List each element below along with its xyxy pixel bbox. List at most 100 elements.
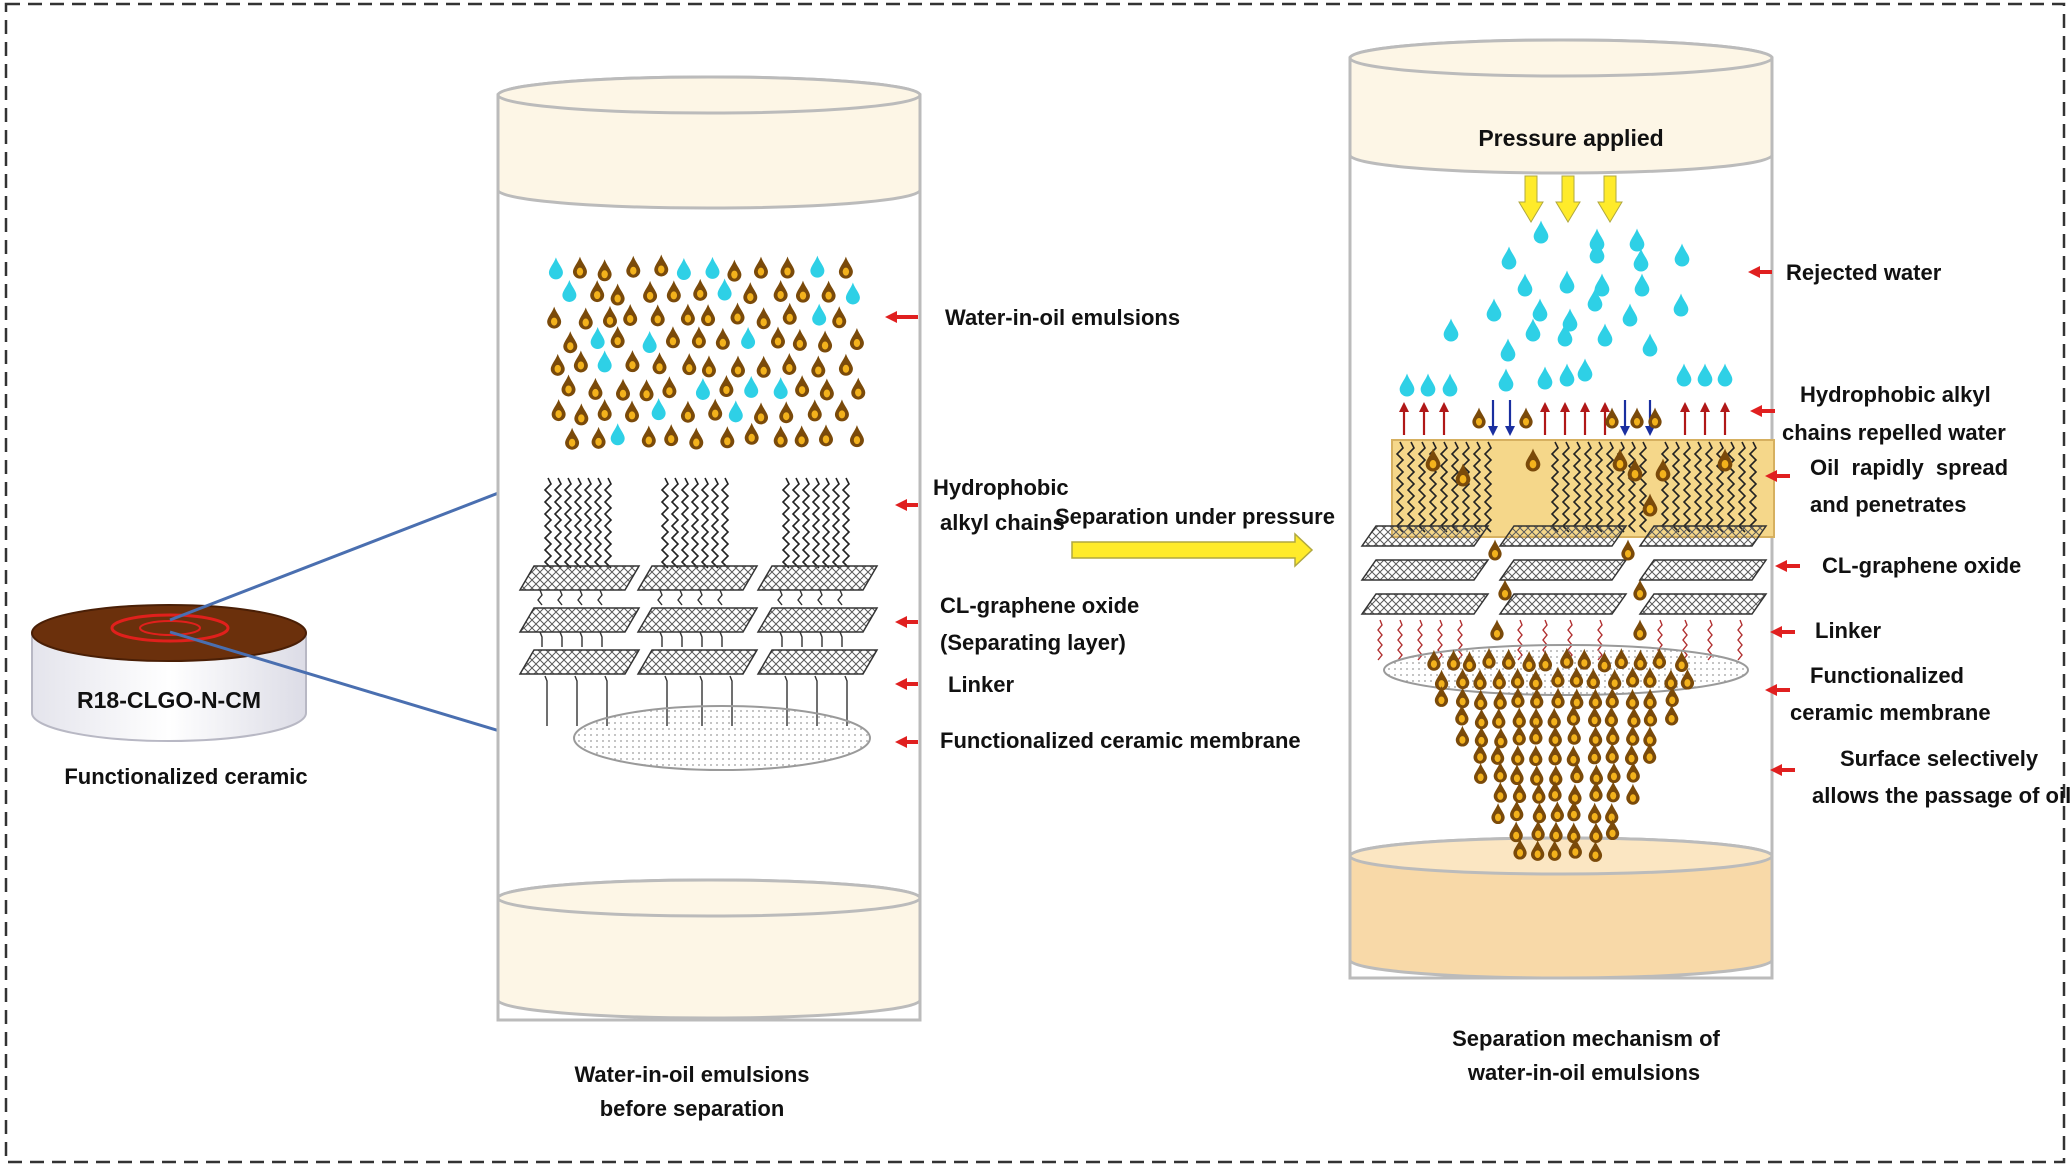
label-oil-spread-2: and penetrates — [1810, 492, 1967, 517]
linker — [797, 589, 803, 606]
graphene-sheet — [756, 565, 879, 591]
oil-droplet — [602, 305, 617, 328]
oil-droplet — [1587, 743, 1602, 765]
oil-droplet — [1532, 782, 1546, 804]
oil-droplet — [573, 350, 588, 373]
label-arrow-alkyl — [895, 499, 918, 511]
linker — [1397, 619, 1403, 661]
alkyl-chain — [680, 477, 690, 569]
oil-droplet — [1643, 666, 1657, 688]
oil-droplet — [1551, 687, 1565, 709]
label-arrow-graphene — [895, 616, 918, 628]
alkyl-chain — [563, 477, 573, 569]
linker — [1737, 619, 1743, 661]
oil-droplet — [1652, 647, 1667, 669]
alkyl-chain — [1627, 441, 1637, 533]
oil-droplet — [1522, 651, 1536, 672]
graphene-sheet — [1360, 559, 1490, 581]
oil-droplet — [1605, 803, 1619, 824]
oil-droplet — [639, 379, 654, 402]
oil-droplet — [715, 327, 730, 350]
oil-droplet — [1568, 783, 1582, 805]
oil-droplet — [1605, 407, 1619, 429]
oil-droplet — [664, 424, 679, 447]
label-arrow-membrane-right — [1765, 684, 1790, 696]
oil-droplet — [1492, 668, 1506, 690]
oil-droplet — [1621, 539, 1635, 561]
oil-droplet — [1510, 764, 1524, 786]
water-droplet — [597, 350, 612, 373]
oil-droplet — [1597, 651, 1612, 673]
graphene-sheet — [1360, 525, 1490, 547]
water-droplet — [695, 377, 710, 400]
oil-droplet — [1588, 688, 1603, 710]
water-droplet — [1559, 363, 1575, 387]
linker — [537, 589, 543, 606]
oil-droplet — [1605, 687, 1619, 709]
oil-droplet — [782, 302, 797, 325]
water-droplet — [562, 279, 577, 302]
oil-droplet — [818, 330, 833, 353]
oil-droplet — [1589, 780, 1603, 802]
label-repel-2: chains repelled water — [1782, 420, 2006, 445]
label-surface-1: Surface selectively — [1840, 746, 2039, 771]
oil-droplet — [773, 425, 788, 448]
oil-droplet — [572, 256, 587, 279]
oil-droplet — [689, 427, 704, 450]
alkyl-chain — [1439, 441, 1449, 533]
oil-droplet — [626, 255, 641, 278]
water-droplet — [1498, 368, 1514, 392]
oil-droplet — [1566, 704, 1581, 726]
oil-droplet — [680, 400, 695, 423]
left-caption: Functionalized ceramic — [64, 764, 307, 789]
oil-droplet — [730, 302, 745, 325]
oil-droplet — [1570, 762, 1584, 784]
middle-labels: Water-in-oil emulsions Hydrophobic alkyl… — [885, 305, 1301, 753]
oil-droplet — [1510, 667, 1525, 689]
water-droplet — [1399, 373, 1415, 397]
alkyl-chain — [791, 477, 801, 569]
water-droplet — [1697, 363, 1713, 387]
water-droplet — [1442, 373, 1458, 397]
alkyl-chain — [1583, 441, 1593, 533]
oil-droplet — [1549, 764, 1563, 786]
oil-droplet — [1588, 725, 1603, 747]
oil-droplet — [1664, 669, 1678, 690]
linker — [844, 675, 848, 726]
oil-droplet — [1434, 669, 1449, 691]
graphene-sheet — [756, 649, 879, 675]
linker — [679, 631, 683, 647]
ceramic-disc: R18-CLGO-N-CM — [31, 604, 307, 742]
pressure-label: Pressure applied — [1478, 125, 1663, 151]
water-droplet — [705, 256, 720, 279]
water-droplet — [1642, 333, 1658, 357]
oil-droplet — [1630, 407, 1644, 429]
label-arrow-surface — [1770, 764, 1795, 776]
water-droplet — [1562, 308, 1578, 332]
oil-droplet — [1513, 838, 1527, 860]
label-linker-right: Linker — [1815, 618, 1881, 643]
water-droplet — [810, 255, 825, 278]
oil-droplet — [1548, 744, 1562, 766]
alkyl-chain — [1594, 441, 1604, 533]
oil-droplet — [1624, 744, 1639, 766]
oil-droplet — [1589, 822, 1603, 843]
label-emulsions: Water-in-oil emulsions — [945, 305, 1180, 330]
oil-droplet — [1455, 463, 1471, 487]
oil-droplet — [1655, 458, 1671, 482]
water-droplet — [1486, 298, 1502, 322]
oil-droplet — [1642, 493, 1658, 517]
oil-droplet — [821, 280, 836, 303]
oil-droplet — [1548, 725, 1562, 747]
oil-droplet — [1425, 448, 1441, 472]
alkyl-chain — [781, 477, 791, 569]
linker — [657, 589, 663, 606]
linker — [677, 589, 683, 606]
oil-droplet — [561, 374, 576, 397]
oil-droplet — [1530, 839, 1545, 861]
label-alkyl-1: Hydrophobic — [933, 475, 1069, 500]
linker — [817, 589, 823, 606]
oil-droplet — [794, 425, 809, 448]
oil-droplet — [1560, 647, 1574, 669]
